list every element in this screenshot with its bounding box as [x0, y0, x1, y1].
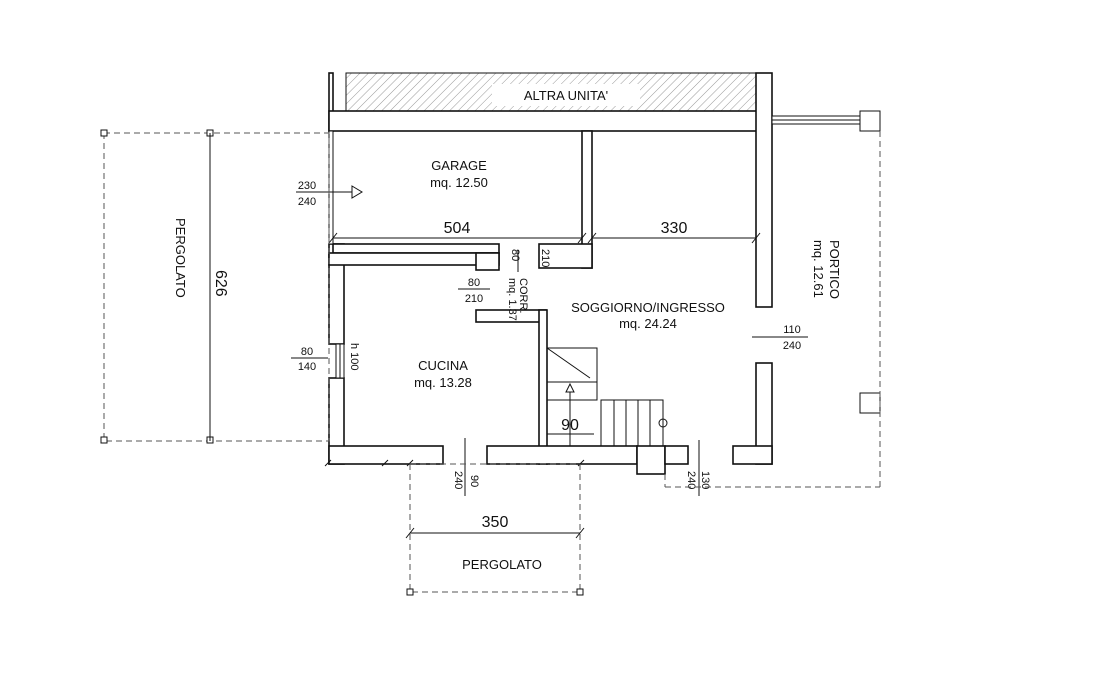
- kitchen-south-height: 240: [452, 471, 464, 489]
- pergolato-bottom: 350 PERGOLATO: [405, 463, 585, 596]
- kitchen-door-height: 210: [465, 293, 483, 305]
- soggiorno-label: SOGGIORNO/INGRESSO: [571, 300, 725, 315]
- portico: PORTICO mq. 12.61: [664, 110, 881, 488]
- corr-door-annotation: 80 210: [509, 249, 551, 272]
- corr-door-height: 210: [539, 249, 551, 267]
- walls: [328, 72, 773, 475]
- dim-garage: 504: [328, 220, 587, 244]
- living-door-annotation: 110 240: [752, 324, 808, 352]
- staircase: 90: [546, 347, 668, 447]
- garage-label: GARAGE: [431, 158, 487, 173]
- portico-label: PORTICO: [827, 240, 842, 299]
- soggiorno-area: mq. 24.24: [619, 316, 677, 331]
- living-door-width: 110: [783, 324, 801, 336]
- altra-unita-label: ALTRA UNITA': [524, 88, 608, 103]
- dim-soggiorno: 330: [587, 220, 761, 244]
- kitchen-south-width: 90: [468, 475, 480, 487]
- garage-width-dim: 504: [444, 220, 471, 237]
- corridoio-group: CORR. mq. 1.37: [506, 278, 529, 321]
- garage-door-height: 240: [298, 196, 316, 208]
- living-door-height: 240: [783, 340, 801, 352]
- kitchen-door-annotation: 80 210: [458, 277, 490, 305]
- kitchen-window-sill: h 100: [348, 343, 360, 371]
- kitchen-door-width: 80: [468, 277, 480, 289]
- altra-unita-area: ALTRA UNITA': [345, 72, 757, 112]
- corr-door-width: 80: [509, 249, 521, 261]
- cucina-label: CUCINA: [418, 358, 468, 373]
- garage-entry: 230 240: [296, 180, 363, 208]
- kitchen-window-annotation: 80 140 h 100: [291, 343, 360, 373]
- garage-area: mq. 12.50: [430, 175, 488, 190]
- pergolato-left-dim: 626: [212, 270, 229, 297]
- kitchen-south-annotation: 240 90: [452, 438, 480, 496]
- kitchen-window-height: 140: [298, 361, 316, 373]
- stair-dimension: 90: [561, 417, 579, 434]
- corridoio-label: CORR.: [517, 278, 529, 313]
- living-south-annotation: 240 130: [685, 440, 711, 496]
- soggiorno-width-dim: 330: [661, 220, 688, 237]
- corridoio-area: mq. 1.37: [506, 278, 518, 321]
- kitchen-window-width: 80: [301, 346, 313, 358]
- pergolato-left-label: PERGOLATO: [173, 218, 188, 298]
- pergolato-bottom-label: PERGOLATO: [462, 557, 542, 572]
- portico-area: mq. 12.61: [811, 240, 826, 298]
- living-south-height: 240: [685, 471, 697, 489]
- pergolato-bottom-dim: 350: [482, 514, 509, 531]
- pergolato-left: PERGOLATO 626: [100, 129, 330, 444]
- living-south-width: 130: [699, 471, 711, 489]
- cucina-area: mq. 13.28: [414, 375, 472, 390]
- garage-door-width: 230: [298, 180, 316, 192]
